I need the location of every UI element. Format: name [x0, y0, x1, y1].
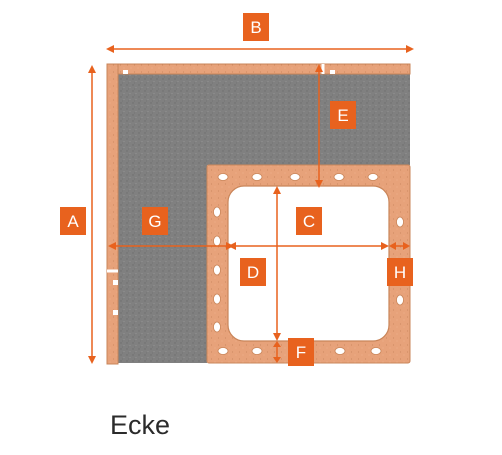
left-wall-blocks: [106, 63, 119, 365]
label-g: G: [142, 207, 168, 235]
label-c: C: [296, 207, 322, 235]
svg-text:C: C: [303, 212, 315, 231]
dimension-line-h: [389, 242, 410, 250]
svg-text:F: F: [296, 343, 306, 362]
label-a: A: [60, 207, 86, 235]
holes-bottom-row: [217, 347, 382, 355]
label-b: B: [243, 13, 269, 41]
dimension-line-g: [108, 242, 234, 250]
top-wall-blocks: [116, 63, 411, 75]
dimension-line-b: [106, 45, 414, 53]
dimension-line-e: [315, 64, 323, 188]
label-e: E: [330, 101, 356, 129]
svg-text:B: B: [250, 18, 261, 37]
svg-text:A: A: [67, 212, 79, 231]
label-h: H: [387, 258, 413, 286]
label-f: F: [288, 338, 314, 366]
diagram-caption: Ecke: [110, 410, 171, 440]
svg-text:G: G: [148, 212, 161, 231]
label-d: D: [240, 258, 266, 286]
dimension-line-a: [88, 65, 96, 364]
holes-left-column: [213, 206, 221, 333]
dimension-line-d: [273, 186, 281, 341]
svg-text:H: H: [394, 263, 406, 282]
holes-top-row: [217, 173, 379, 181]
dimension-line-f: [273, 341, 281, 363]
svg-text:E: E: [337, 106, 348, 125]
svg-text:D: D: [247, 263, 259, 282]
concrete-fill: [117, 73, 410, 363]
